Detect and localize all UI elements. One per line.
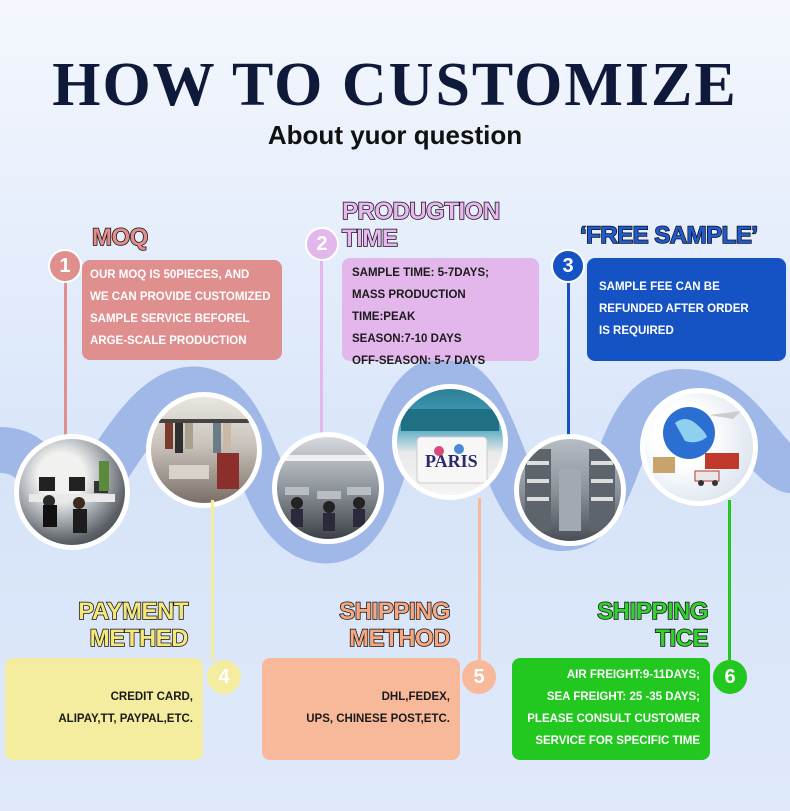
step-1-heading: MOQ — [91, 223, 149, 252]
step-3-connector — [567, 282, 570, 442]
page-subtitle: About yuor question — [267, 120, 523, 150]
step-4-line: ALIPAY,TT, PAYPAL,ETC. — [58, 713, 193, 725]
step-4-line: CREDIT CARD, — [110, 691, 193, 703]
step-6-line: SEA FREIGHT: 25 -35 DAYS; — [546, 691, 700, 703]
step-3-line: REFUNDED AFTER ORDER — [599, 303, 749, 315]
step-2-line: OFF-SEASON: 5-7 DAYS — [352, 355, 486, 367]
step-5-heading: SHIPPING METHOD — [300, 597, 452, 653]
svg-text:PARIS: PARIS — [425, 451, 478, 471]
step-1-heading-line: MOQ — [91, 223, 149, 252]
step-2-line: MASS PRODUCTION TIME:PEAK — [352, 289, 466, 323]
step-2-heading: PRODUGTION TIME — [341, 197, 501, 253]
step-3-line: SAMPLE FEE CAN BE — [599, 281, 720, 293]
step-1-connector — [64, 280, 67, 442]
tshirt-printer-photo: PARIS — [392, 384, 508, 500]
step-3-box: SAMPLE FEE CAN BE REFUNDED AFTER ORDER I… — [587, 258, 786, 361]
page-title: HOW TO CUSTOMIZE — [52, 51, 738, 119]
step-2-box: SAMPLE TIME: 5-7DAYS; MASS PRODUCTION TI… — [342, 258, 539, 367]
step-1-line: WE CAN PROVIDE CUSTOMIZED — [90, 291, 271, 303]
step-6-line: AIR FREIGHT:9-11DAYS; — [566, 669, 700, 681]
step-5-line: UPS, CHINESE POST,ETC. — [306, 713, 450, 725]
showroom-photo — [146, 392, 262, 508]
step-3-heading-line: ‘FREE SAMPLE’ — [579, 221, 759, 250]
step-6-heading-line: SHIPPING — [597, 597, 710, 626]
step-5-heading-line: SHIPPING — [339, 597, 452, 626]
step-4-box: CREDIT CARD, ALIPAY,TT, PAYPAL,ETC. — [5, 658, 203, 760]
step-3-line: IS REQUIRED — [599, 325, 674, 337]
office-photo — [14, 434, 130, 550]
warehouse-scene-icon — [525, 449, 615, 531]
showroom-scene-icon — [159, 419, 249, 489]
step-5-heading-line: METHOD — [348, 624, 451, 653]
step-1-number: 1 — [48, 249, 82, 283]
sewing-scene-icon — [277, 455, 379, 531]
step-6-heading: SHIPPING TICE — [560, 597, 710, 653]
step-6-number: 6 — [713, 660, 747, 694]
step-4-connector — [211, 500, 214, 660]
step-2-line: SEASON:7-10 DAYS — [352, 333, 462, 345]
step-4-heading-line: METHED — [89, 624, 189, 653]
step-4-heading-line: PAYMENT — [77, 597, 189, 626]
step-2-heading-line: PRODUGTION — [341, 197, 501, 226]
step-6-line: PLEASE CONSULT CUSTOMER — [527, 713, 700, 725]
step-1-line: ARGE-SCALE PRODUCTION — [90, 335, 247, 347]
step-3-heading: ‘FREE SAMPLE’ — [579, 221, 759, 250]
step-1-box: OUR MOQ IS 50PIECES, AND WE CAN PROVIDE … — [82, 260, 282, 360]
factory-sewing-photo — [272, 432, 384, 544]
globe-shipping-icon — [653, 407, 741, 486]
step-5-number: 5 — [462, 660, 496, 694]
step-5-connector — [478, 498, 481, 660]
step-4-number: 4 — [207, 660, 241, 694]
step-2-heading-line: TIME — [341, 224, 398, 253]
step-5-line: DHL,FEDEX, — [381, 691, 450, 703]
step-3-number: 3 — [551, 249, 585, 283]
step-5-box: DHL,FEDEX, UPS, CHINESE POST,ETC. — [262, 658, 460, 760]
step-1-line: SAMPLE SERVICE BEFOREL — [90, 313, 250, 325]
step-2-line: SAMPLE TIME: 5-7DAYS; — [352, 267, 489, 279]
step-6-heading-line: TICE — [655, 624, 710, 653]
step-2-connector — [320, 260, 323, 440]
office-scene-icon — [29, 461, 115, 533]
step-6-line: SERVICE FOR SPECIFIC TIME — [535, 735, 700, 747]
step-6-connector — [728, 500, 731, 660]
global-shipping-photo — [640, 388, 758, 506]
step-1-line: OUR MOQ IS 50PIECES, AND — [90, 269, 250, 281]
printer-scene-icon: PARIS — [401, 409, 499, 484]
step-2-number: 2 — [305, 227, 339, 261]
step-6-box: AIR FREIGHT:9-11DAYS; SEA FREIGHT: 25 -3… — [512, 658, 710, 760]
step-4-heading: PAYMENT METHED — [60, 597, 189, 653]
warehouse-photo — [514, 434, 626, 546]
